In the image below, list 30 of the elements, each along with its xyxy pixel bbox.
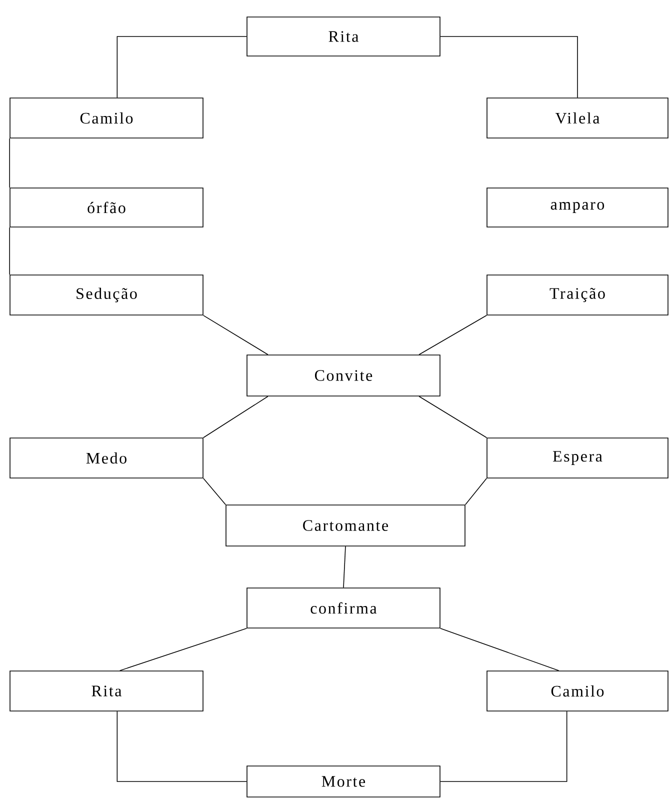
connector-line	[203, 315, 268, 355]
label-box: Cartomante	[226, 504, 466, 546]
connector-line	[119, 628, 247, 671]
connector-line	[9, 227, 10, 275]
connector-line	[343, 546, 346, 588]
label-box: Medo	[10, 438, 204, 478]
connector-line	[440, 628, 560, 671]
label-box: Rita	[246, 16, 440, 56]
label-box: Vilela	[486, 98, 668, 138]
label-box: Traição	[486, 274, 668, 316]
label-box: Convite	[246, 354, 440, 396]
label-box: Camilo	[10, 98, 204, 138]
label-box: Morte	[246, 766, 440, 798]
label-box: Camilo	[486, 670, 668, 712]
connector-line	[418, 315, 487, 355]
connector-line	[203, 396, 268, 438]
label-box: órfão	[10, 188, 204, 228]
label-box: Sedução	[10, 274, 204, 316]
connector-line	[465, 478, 487, 505]
connector-line	[116, 711, 247, 782]
connector-line	[440, 711, 568, 782]
label-box: Rita	[10, 670, 204, 712]
label-box: amparo	[486, 188, 668, 228]
connector-line	[116, 36, 247, 98]
connector-line	[440, 36, 578, 98]
label-box: confirma	[246, 588, 440, 628]
label-box: Espera	[486, 438, 668, 478]
connector-line	[418, 396, 487, 438]
connector-line	[203, 478, 226, 505]
connector-line	[9, 138, 10, 188]
